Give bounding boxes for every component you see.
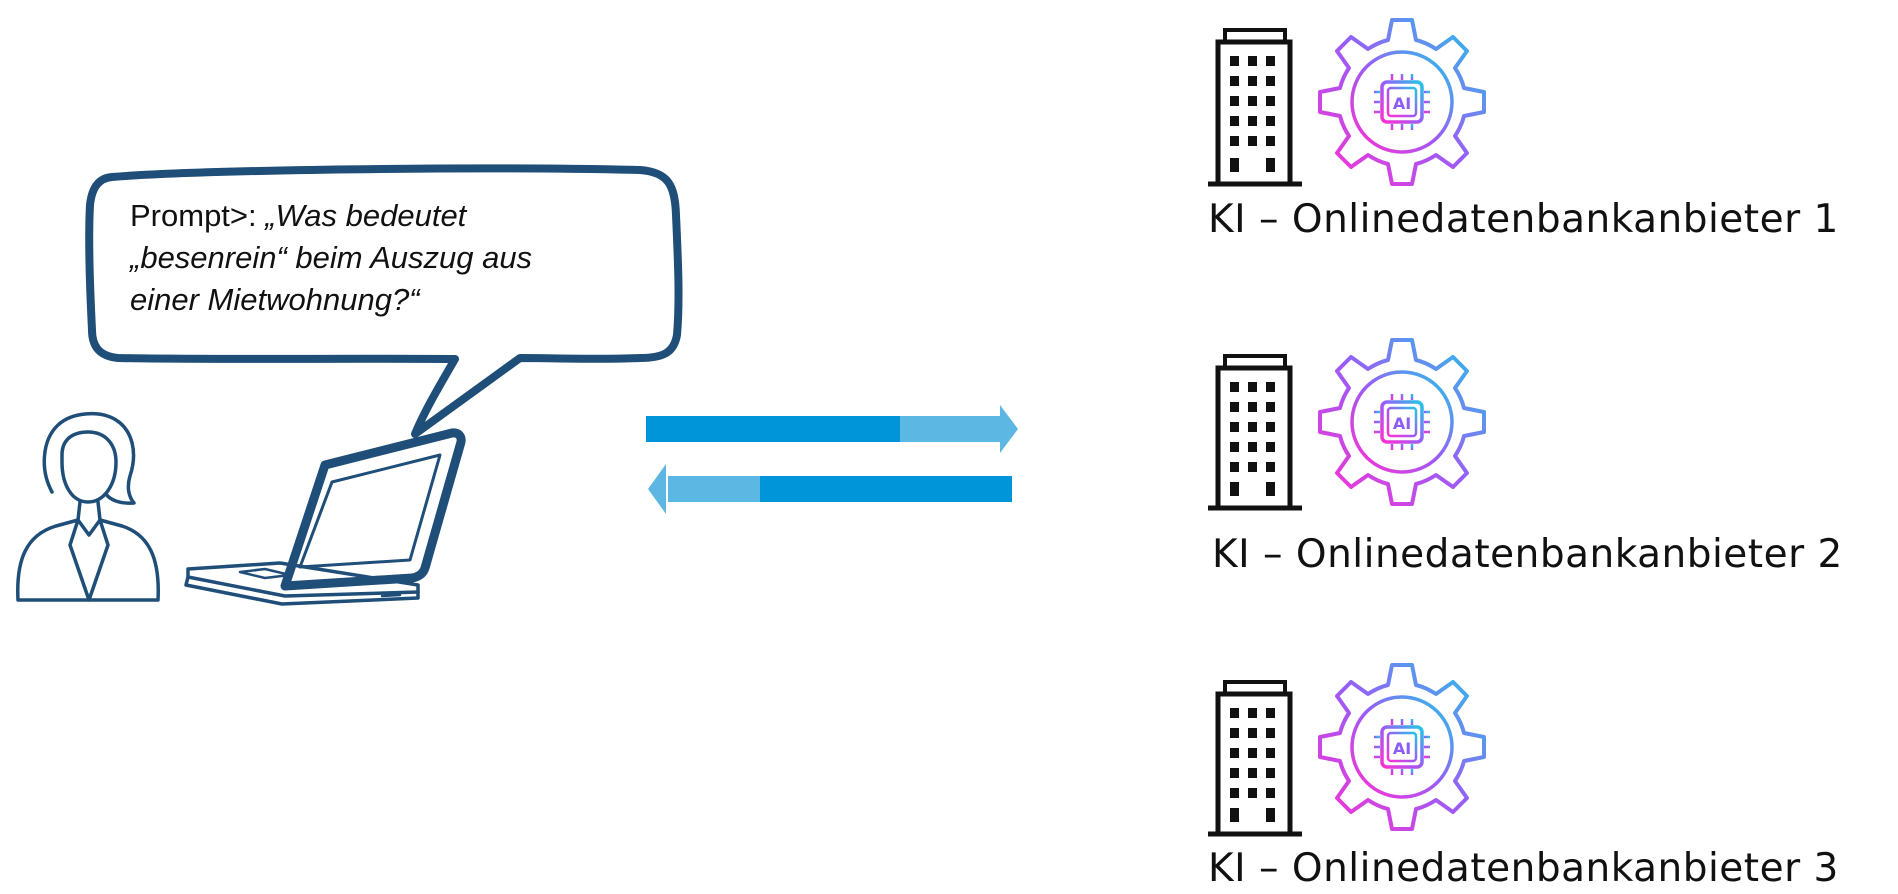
provider-2: AI (1190, 330, 1590, 520)
svg-text:AI: AI (1393, 414, 1411, 433)
request-arrow (646, 405, 1018, 453)
provider-2-label: KI – Onlinedatenbankanbieter 2 (1212, 532, 1843, 577)
prompt-text: Prompt>: „Was bedeutet „besenrein“ beim … (130, 195, 650, 321)
response-arrow (648, 464, 1012, 514)
prompt-question-line1: „Was bedeutet (265, 198, 467, 233)
provider-3-icons: AI (1208, 663, 1486, 837)
prompt-label: Prompt>: (130, 198, 266, 233)
provider-1: AI (1190, 10, 1590, 200)
building-icon (1208, 354, 1302, 511)
ai-gear-icon: AI (1318, 18, 1486, 186)
svg-text:AI: AI (1393, 739, 1411, 758)
provider-1-label: KI – Onlinedatenbankanbieter 1 (1208, 197, 1839, 242)
provider-3: AI (1190, 655, 1590, 845)
building-icon (1208, 28, 1302, 187)
svg-text:AI: AI (1393, 94, 1411, 113)
ai-gear-icon: AI (1318, 338, 1486, 506)
laptop-icon (184, 428, 466, 606)
provider-2-icons: AI (1208, 338, 1486, 511)
provider-1-icons: AI (1208, 18, 1486, 187)
building-icon (1208, 680, 1302, 837)
speech-bubble (85, 164, 683, 438)
ai-gear-icon: AI (1318, 663, 1486, 831)
prompt-question-line3: einer Mietwohnung?“ (130, 282, 420, 317)
provider-3-label: KI – Onlinedatenbankanbieter 3 (1208, 846, 1839, 891)
user-icon (16, 411, 160, 602)
prompt-question-line2: „besenrein“ beim Auszug aus (130, 240, 533, 275)
